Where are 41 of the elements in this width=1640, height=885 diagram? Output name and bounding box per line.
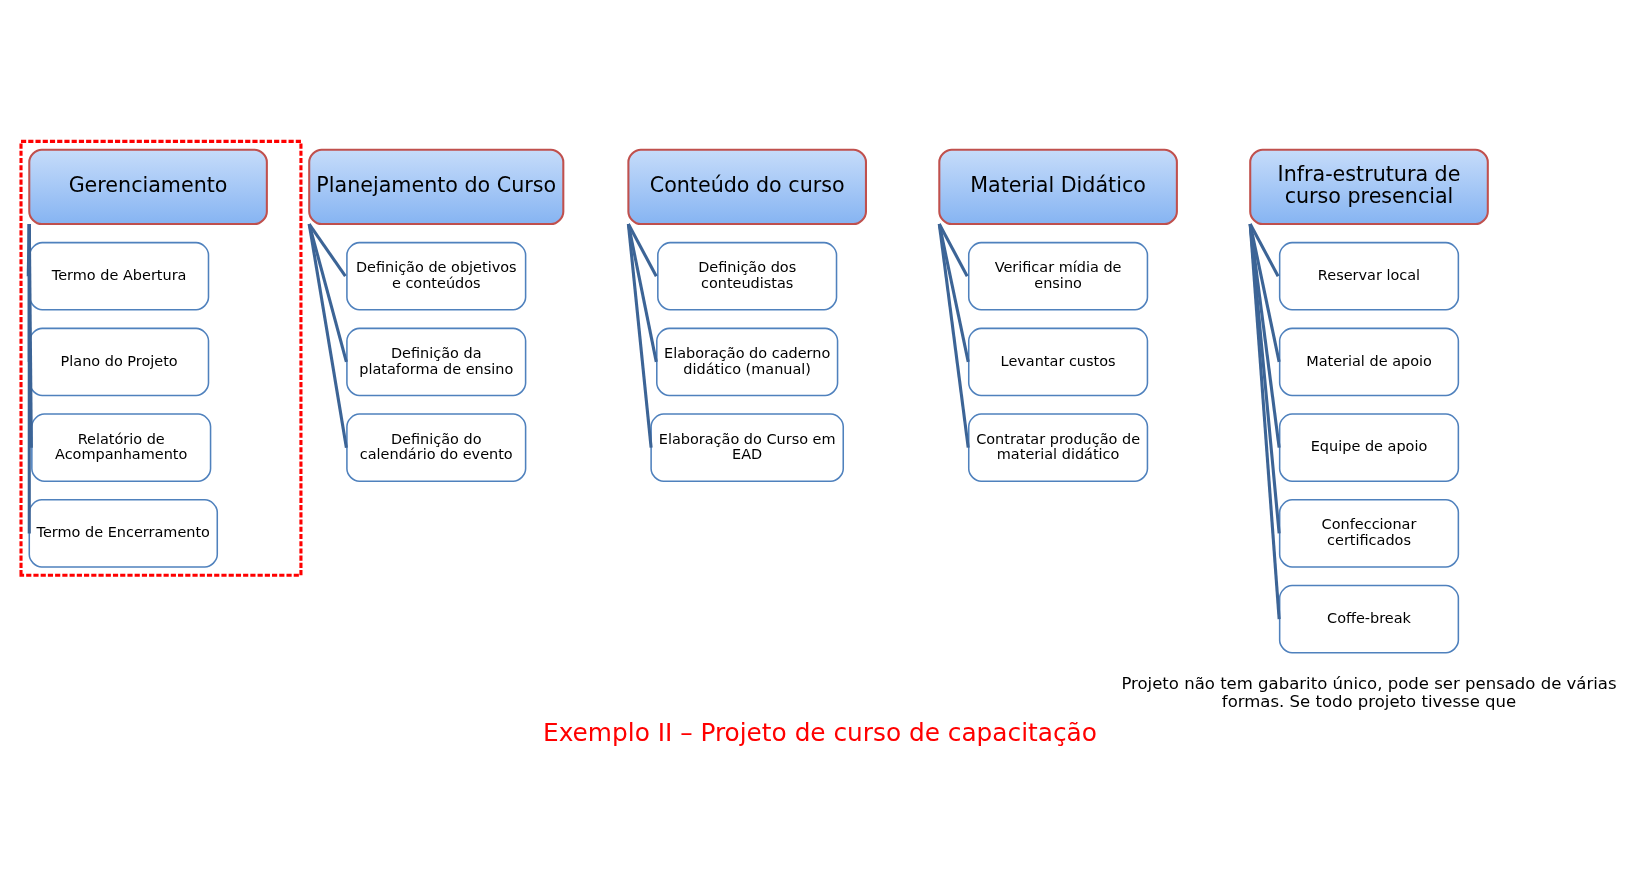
- node-box: Reservar local: [1278, 241, 1460, 311]
- node-box: Infra-estrutura de curso presencial: [1249, 148, 1489, 226]
- connector: [307, 223, 348, 448]
- node-box: Plano do Projeto: [29, 327, 210, 397]
- connector: [307, 223, 347, 278]
- connector: [937, 223, 970, 363]
- connector: [626, 223, 658, 363]
- node-box: Levantar custos: [967, 327, 1149, 397]
- label: Projeto não tem gabarito único, pode ser pensado de várias formas. Se todo projeto tivesse que: [1121, 673, 1617, 712]
- connector: [1248, 223, 1281, 620]
- node-box: Gerenciamento: [28, 148, 268, 226]
- node-box: Termo de Abertura: [29, 241, 210, 311]
- connector: [1248, 223, 1281, 448]
- node-box: Planejamento do Curso: [308, 148, 565, 226]
- caption: Exemplo II – Projeto de curso de capacitação: [543, 717, 1097, 747]
- node-box: Material Didático: [938, 148, 1178, 226]
- node-box: Definição de objetivos e conteúdos: [346, 241, 527, 311]
- node-box: Coffe-break: [1278, 584, 1460, 654]
- connector: [27, 224, 31, 534]
- connector: [937, 223, 970, 448]
- node-box: Material de apoio: [1278, 327, 1460, 397]
- node-box: Confeccionar certificados: [1278, 499, 1460, 568]
- node-box: Definição dos conteudistas: [657, 241, 838, 311]
- connector: [307, 223, 348, 363]
- node-box: Elaboração do Curso em EAD: [650, 413, 844, 482]
- node-box: Equipe de apoio: [1278, 413, 1460, 482]
- node-box: Termo de Encerramento: [28, 499, 219, 568]
- node-box: Relatório de Acompanhamento: [31, 413, 212, 482]
- node-box: Verificar mídia de ensino: [967, 241, 1149, 311]
- node-box: Definição da plataforma de ensino: [346, 327, 527, 397]
- connector: [1248, 223, 1281, 363]
- node-box: Definição do calendário do evento: [346, 413, 527, 482]
- connector: [1248, 223, 1281, 534]
- connector: [937, 223, 969, 277]
- connector: [627, 223, 658, 277]
- cluster: [19, 139, 303, 577]
- connector: [626, 223, 653, 448]
- node-box: Contratar produção de material didático: [967, 413, 1149, 482]
- node-box: Elaboração do caderno didático (manual): [656, 327, 839, 397]
- node-box: Conteúdo do curso: [627, 148, 867, 226]
- connector: [1248, 223, 1280, 277]
